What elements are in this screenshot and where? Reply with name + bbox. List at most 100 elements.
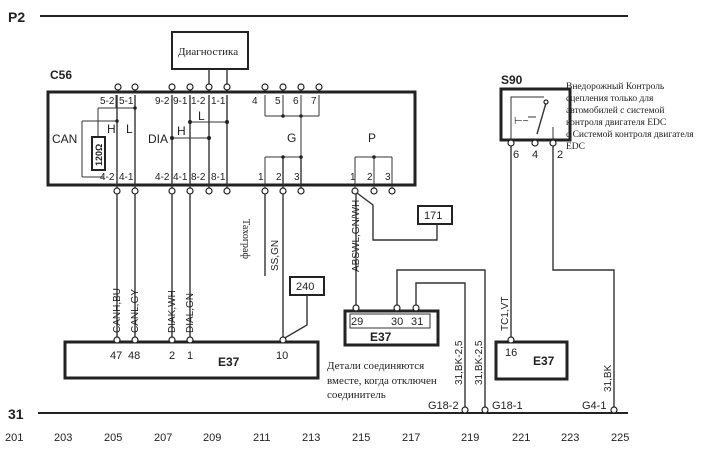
c56-pin-label: 4-1 (173, 172, 188, 183)
c56-pin-label: 1-1 (211, 96, 226, 107)
c56-pin-label: 3 (385, 172, 391, 183)
c56-pin-label: 2 (367, 172, 373, 183)
connector-note: Детали соединяются вместе, когда отключе… (327, 360, 437, 401)
dia-label: DIA (148, 132, 168, 146)
pin (131, 336, 139, 344)
s90-note: Внедорожный Контроль сцепления только дл… (566, 81, 694, 152)
pin (261, 83, 269, 91)
wire-ref-171 (356, 192, 438, 241)
wire-label-tacho: Тахограф (240, 219, 251, 259)
rail-p2-label: P2 (8, 9, 25, 25)
wire-bk-3 (552, 146, 615, 410)
ground-label-g18-1: G18-1 (492, 400, 523, 412)
pin (370, 187, 378, 195)
pin (168, 336, 176, 344)
grid-number: 223 (561, 432, 579, 444)
svg-text:Внедорожный Контроль: Внедорожный Контроль (566, 81, 665, 92)
c56-pin-label: 4-2 (155, 172, 170, 183)
c56-pin-label: 9-2 (155, 96, 170, 107)
wire-bk-2 (396, 269, 486, 410)
svg-text:вместе, когда отключен: вместе, когда отключен (327, 375, 437, 387)
c56-dia-section: DIA H L (148, 95, 229, 190)
pin (531, 139, 539, 147)
pin (315, 83, 323, 91)
e37-right-box (494, 340, 569, 381)
resistor-label: 120Ω (94, 144, 104, 166)
pin (351, 187, 359, 195)
grid-number: 203 (54, 432, 72, 444)
wire-bk-1 (415, 282, 466, 410)
c56-pin-label: 6 (293, 96, 299, 107)
pin (279, 187, 287, 195)
grid-number: 209 (203, 432, 221, 444)
grid-number: 205 (104, 432, 122, 444)
svg-text:контроля двигателя EDC: контроля двигателя EDC (566, 118, 666, 128)
p-label: P (368, 131, 376, 145)
ground-point (610, 406, 618, 414)
pin (393, 304, 401, 312)
c56-pin-label: 8-1 (211, 172, 226, 183)
pin (131, 187, 139, 195)
c56-pin-label: 1-2 (191, 96, 206, 107)
svg-text:с Системой контроля двигателя: с Системой контроля двигателя (566, 129, 694, 140)
s90-pin-label: 2 (557, 149, 563, 161)
c56-pin-label: 4-1 (119, 172, 134, 183)
c56-bottom-pins (113, 187, 396, 195)
grid-numbers: 201 203 205 207 209 211 213 215 217 219 … (5, 432, 629, 444)
e37-main-label: E37 (218, 355, 240, 369)
pin (113, 187, 121, 195)
grid-number: 225 (611, 432, 629, 444)
pin (186, 336, 194, 344)
e37-right-pin: 16 (505, 347, 517, 359)
wire-label-canl: CANL,GY (130, 289, 141, 333)
pin (352, 304, 360, 312)
can-label: CAN (52, 132, 77, 146)
s90-pin-label: 4 (532, 149, 538, 161)
svg-text:соединитель: соединитель (327, 389, 386, 401)
pin (507, 336, 515, 344)
can-h-label: H (107, 122, 116, 136)
diagnostics-label: Диагностика (178, 46, 238, 58)
e37-mid-label: E37 (370, 330, 392, 344)
pin (223, 187, 231, 195)
c56-pin-label: 5-2 (100, 96, 115, 107)
svg-text:Детали соединяются: Детали соединяются (327, 360, 424, 372)
wire-label-ss: SS,GN (270, 240, 281, 271)
wire-label-bk1: 31,BK-2,5 (454, 340, 465, 385)
grid-number: 219 (461, 432, 479, 444)
ground-point (481, 406, 489, 414)
dia-h-label: H (177, 124, 186, 138)
wire-label-diak: DIAK,WH (167, 290, 178, 333)
pin (261, 187, 269, 195)
e37-right-label: E37 (533, 354, 555, 368)
pin (549, 139, 557, 147)
grid-number: 211 (253, 432, 271, 444)
c56-can-section: 120Ω CAN H L (52, 95, 137, 190)
pin (168, 187, 176, 195)
ref-171-label: 171 (424, 210, 442, 222)
c56-pin-label: 5 (275, 96, 281, 107)
c56-g-section: G (264, 95, 320, 190)
ref-171-box (417, 205, 453, 225)
ground-label-g18-2: G18-2 (428, 400, 459, 412)
c56-box (46, 90, 417, 187)
grid-number: 201 (5, 432, 23, 444)
rail-31-label: 31 (8, 406, 24, 422)
s90-pin-label: 6 (513, 149, 519, 161)
pin (279, 83, 287, 91)
pin (279, 336, 287, 344)
e37-mid-pin: 31 (411, 316, 423, 328)
c56-top-pins (114, 83, 323, 91)
pin (113, 336, 121, 344)
c56-pin-label: 4-2 (100, 172, 115, 183)
svg-text:сцепления только для: сцепления только для (566, 94, 654, 104)
pin (412, 304, 420, 312)
pin (205, 187, 213, 195)
can-l-label: L (126, 122, 133, 136)
svg-text:⊢~: ⊢~ (514, 116, 529, 127)
pin (168, 83, 176, 91)
pin (507, 139, 515, 147)
grid-number: 217 (402, 432, 420, 444)
pin (186, 83, 194, 91)
diagnostics-box: Диагностика (171, 31, 249, 92)
